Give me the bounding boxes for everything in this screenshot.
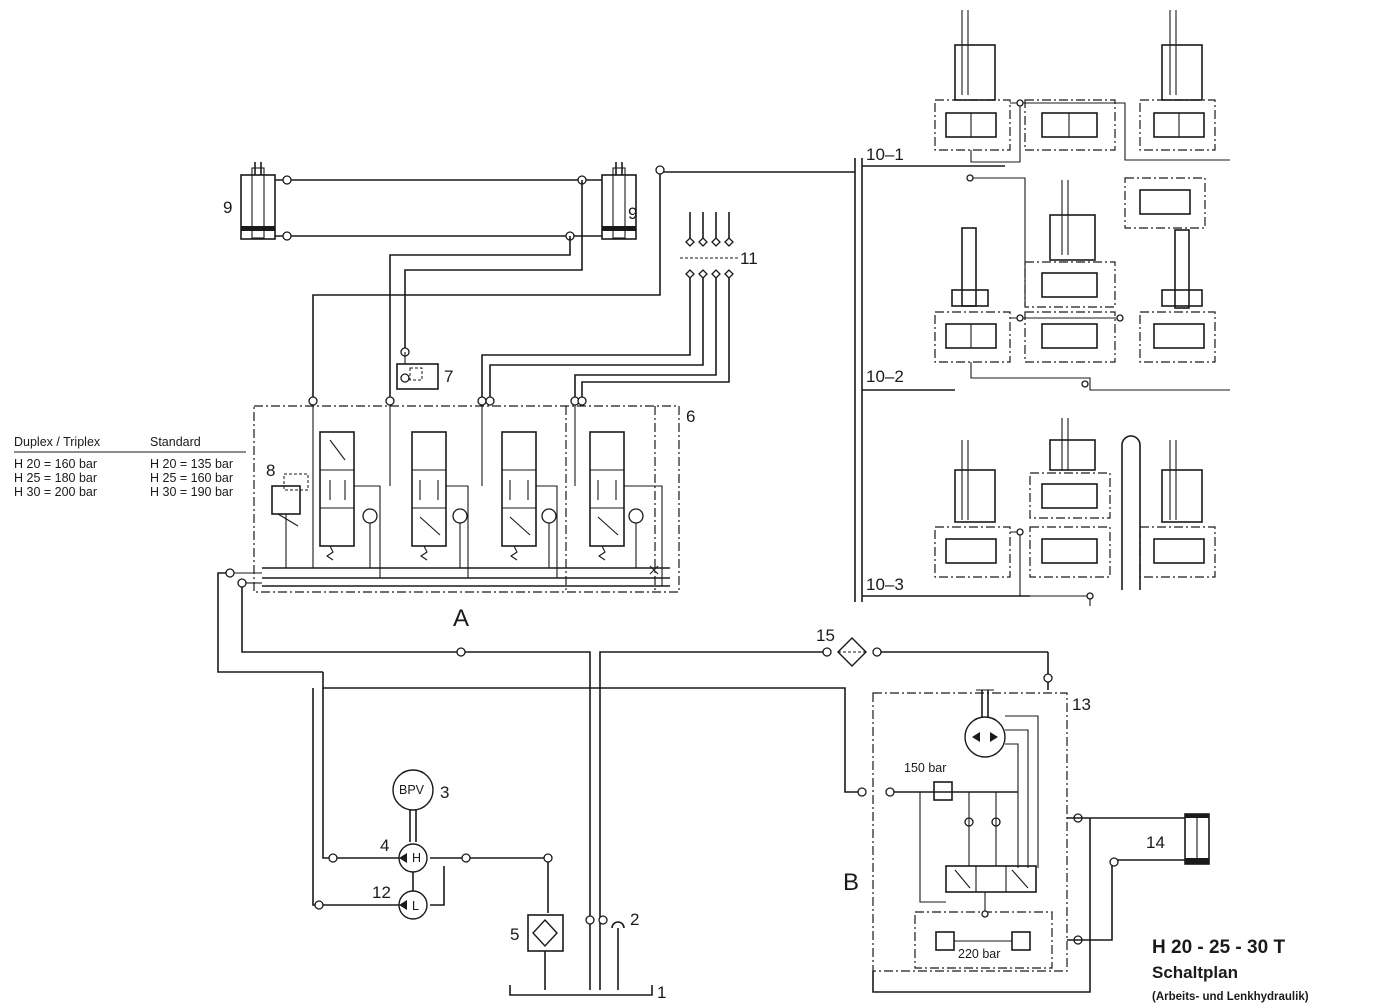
title-block: H 20 - 25 - 30 T Schaltplan (Arbeits- un… — [1152, 937, 1309, 1003]
label-13: 13 — [1072, 695, 1091, 714]
label-9-left: 9 — [223, 198, 232, 217]
label-3: 3 — [440, 783, 449, 802]
label-14: 14 — [1146, 833, 1165, 852]
label-9-right: 9 — [628, 204, 637, 223]
attachment-variant-10-2 — [934, 174, 1230, 391]
label-12: 12 — [372, 883, 391, 902]
label-10-3: 10–3 — [866, 575, 904, 594]
table-cell: H 20 = 160 bar — [14, 457, 97, 471]
attachment-variant-10-1 — [934, 10, 1230, 163]
control-valve-block — [253, 396, 680, 593]
lift-cylinder-left — [240, 162, 276, 240]
filter-15 — [837, 637, 867, 667]
label-10-1: 10–1 — [866, 145, 904, 164]
table-header-standard: Standard — [150, 435, 201, 449]
label-1: 1 — [657, 983, 666, 1002]
label-2: 2 — [630, 910, 639, 929]
steering-cylinder — [1184, 813, 1210, 865]
label-group-b: B — [843, 869, 859, 896]
label-150-bar: 150 bar — [904, 761, 946, 775]
cylinder-lines — [275, 175, 602, 398]
label-4: 4 — [380, 836, 389, 855]
label-pump-l: L — [412, 899, 419, 913]
component-labels: 9 9 11 7 6 8 A 15 13 3 BPV H L 4 12 5 2 … — [223, 145, 1165, 1002]
table-cell: H 30 = 200 bar — [14, 485, 97, 499]
pump-group — [392, 769, 434, 920]
table-header-duplex: Duplex / Triplex — [14, 435, 101, 449]
label-bpv: BPV — [399, 783, 425, 797]
label-15: 15 — [816, 626, 835, 645]
main-lines — [217, 568, 1053, 990]
label-11: 11 — [740, 249, 758, 268]
table-cell: H 25 = 180 bar — [14, 471, 97, 485]
label-5: 5 — [510, 925, 519, 944]
attachment-feed-lines — [312, 158, 1030, 602]
steering-unit — [857, 689, 1185, 993]
label-7: 7 — [444, 367, 453, 386]
drawing-caption: (Arbeits- und Lenkhydraulik) — [1152, 991, 1309, 1003]
valve-7 — [396, 352, 439, 390]
label-8: 8 — [266, 461, 275, 480]
label-10-2: 10–2 — [866, 367, 904, 386]
label-group-a: A — [453, 605, 469, 632]
tank — [509, 914, 653, 996]
table-cell: H 30 = 190 bar — [150, 485, 233, 499]
table-cell: H 25 = 160 bar — [150, 471, 233, 485]
label-220-bar: 220 bar — [958, 947, 1000, 961]
attachment-variant-10-3 — [934, 418, 1216, 606]
lift-cylinder-right — [601, 162, 637, 240]
table-cell: H 20 = 135 bar — [150, 457, 233, 471]
drawing-title: H 20 - 25 - 30 T — [1152, 937, 1285, 958]
pressure-setting-table: Duplex / Triplex Standard H 20 = 160 bar… — [14, 435, 246, 499]
drawing-subtitle: Schaltplan — [1152, 963, 1238, 982]
label-pump-h: H — [412, 851, 421, 865]
quick-couplings — [481, 212, 738, 398]
label-6: 6 — [686, 407, 695, 426]
